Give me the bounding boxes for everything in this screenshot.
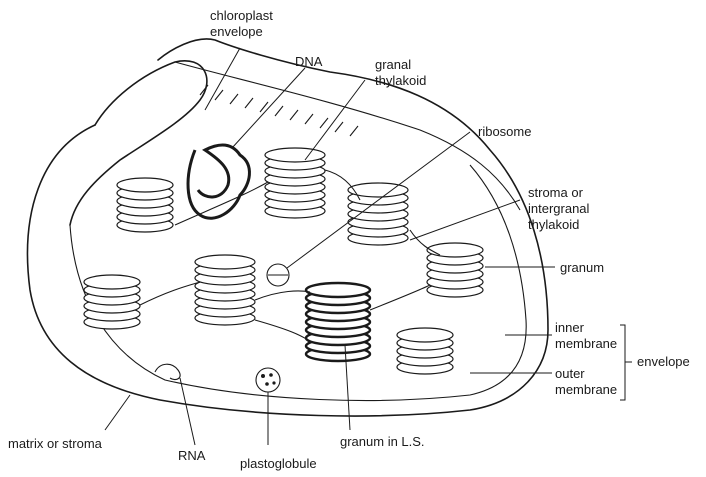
label-envelope: envelope — [637, 354, 690, 370]
thylakoid-disc — [397, 328, 453, 342]
dna-strand — [188, 145, 249, 218]
granum-stack — [117, 178, 173, 232]
label-granal-thylakoid: granal thylakoid — [375, 57, 426, 89]
label-matrix: matrix or stroma — [8, 436, 102, 452]
granum-stack — [195, 255, 255, 325]
plastoglobule — [256, 368, 280, 392]
intergranal-thylakoid-5 — [370, 285, 430, 310]
thylakoid-disc — [265, 148, 325, 162]
thylakoid-disc — [427, 243, 483, 257]
label-granum-ls: granum in L.S. — [340, 434, 425, 450]
intergranal-thylakoid-3 — [140, 282, 200, 305]
grana-stacks — [84, 148, 483, 374]
granum-stack — [306, 283, 370, 361]
label-stroma-thylakoid: stroma or intergranal thylakoid — [528, 185, 589, 233]
granum-stack — [84, 275, 140, 329]
outer-membrane-outline — [28, 39, 548, 416]
granum-stack — [348, 183, 408, 245]
thylakoid-disc — [117, 178, 173, 192]
granum-stack — [265, 148, 325, 218]
thylakoid-disc — [195, 255, 255, 269]
label-rna: RNA — [178, 448, 205, 464]
label-granum: granum — [560, 260, 604, 276]
flap-hatching — [200, 85, 358, 136]
label-dna: DNA — [295, 54, 322, 70]
label-ribosome: ribosome — [478, 124, 531, 140]
thylakoid-disc — [84, 275, 140, 289]
granum-stack — [427, 243, 483, 297]
leader-lines — [105, 48, 632, 445]
label-inner-membrane: inner membrane — [555, 320, 617, 352]
label-chloroplast-envelope: chloroplast envelope — [210, 8, 273, 40]
label-outer-membrane: outer membrane — [555, 366, 617, 398]
granum-stack — [397, 328, 453, 374]
intergranal-thylakoid-7 — [255, 320, 308, 340]
thylakoid-disc — [306, 283, 370, 297]
intergranal-thylakoid-4 — [255, 291, 310, 300]
label-plastoglobule: plastoglobule — [240, 456, 317, 472]
ribosome — [267, 264, 289, 286]
